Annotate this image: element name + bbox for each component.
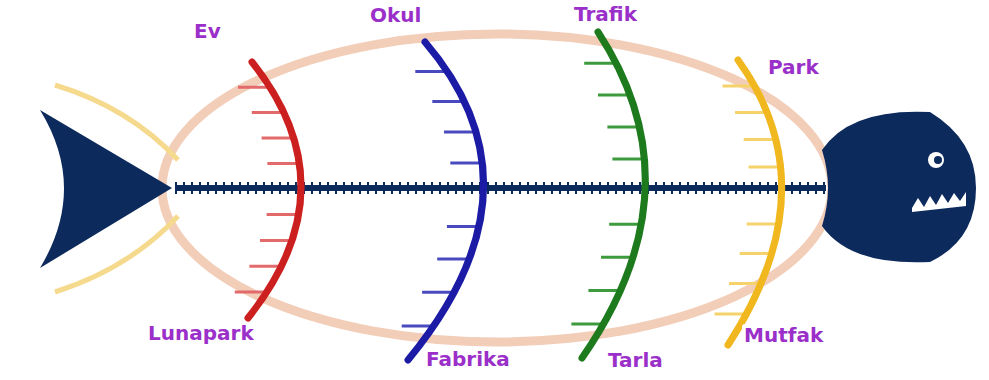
fish-pupil (934, 156, 942, 164)
fish-tail (40, 110, 172, 268)
spine (175, 185, 826, 191)
fish-rib (408, 42, 484, 360)
category-label: Lunapark (146, 322, 256, 345)
category-label: Park (766, 56, 821, 79)
fish-teeth (912, 192, 966, 212)
category-label: Ev (192, 20, 223, 43)
category-label: Okul (368, 4, 423, 27)
category-label: Tarla (606, 349, 665, 372)
category-label: Mutfak (742, 324, 825, 347)
fish-rib (728, 60, 782, 345)
fish-eye (928, 152, 944, 168)
fish-head (822, 112, 976, 263)
rib-group (235, 32, 783, 360)
category-label: Fabrika (424, 348, 512, 371)
spine-ticks (175, 182, 826, 194)
category-label: Trafik (572, 3, 639, 26)
fish-rib (248, 62, 301, 318)
fish-body-outline (162, 34, 832, 342)
fish-rib (582, 32, 645, 358)
